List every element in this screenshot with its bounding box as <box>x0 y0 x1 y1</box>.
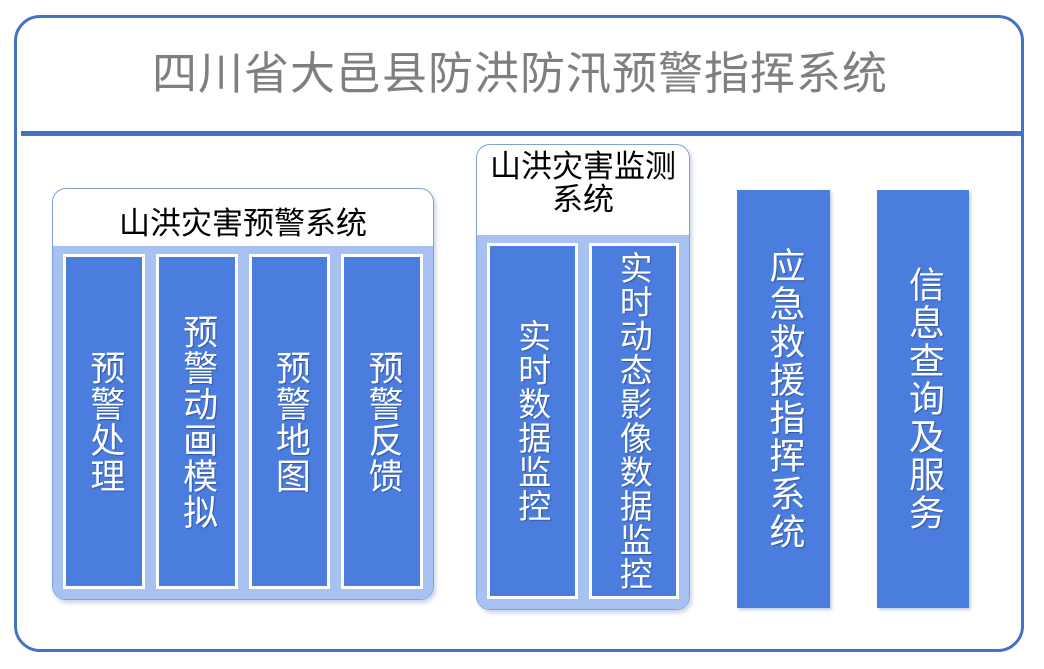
panel-warning-system-body: 预警处理 预警动画模拟 预警地图 预警反馈 <box>53 246 433 599</box>
module-card-information-query-and-service[interactable]: 信息查询及服务 <box>877 190 969 608</box>
module-card-label: 预警动画模拟 <box>177 313 218 530</box>
module-card-emergency-rescue-command-system[interactable]: 应急救援指挥系统 <box>737 190 830 608</box>
page-title: 四川省大邑县防洪防汛预警指挥系统 <box>151 47 888 101</box>
module-card-warning-processing[interactable]: 预警处理 <box>63 254 145 589</box>
module-card-warning-feedback[interactable]: 预警反馈 <box>341 254 423 589</box>
panel-monitoring-system[interactable]: 山洪灾害监测系统 实时数据监控 实时动态影像数据监控 <box>476 144 690 610</box>
panel-monitoring-system-title: 山洪灾害监测系统 <box>490 149 676 219</box>
panel-warning-system[interactable]: 山洪灾害预警系统 预警处理 预警动画模拟 预警地图 预警反馈 <box>52 188 434 600</box>
module-card-label: 实时数据监控 <box>512 319 552 523</box>
module-card-realtime-dynamic-image-data-monitoring[interactable]: 实时动态影像数据监控 <box>588 243 679 599</box>
title-bar: 四川省大邑县防洪防汛预警指挥系统 <box>17 18 1023 130</box>
title-divider <box>21 131 1023 136</box>
module-card-label: 预警处理 <box>84 349 125 494</box>
module-card-label: 应急救援指挥系统 <box>763 247 805 551</box>
module-card-label: 信息查询及服务 <box>903 266 944 532</box>
module-card-label: 预警反馈 <box>362 349 403 494</box>
module-card-label: 预警地图 <box>269 349 310 494</box>
panel-warning-system-title: 山洪灾害预警系统 <box>119 206 367 242</box>
module-card-label: 实时动态影像数据监控 <box>614 251 654 591</box>
module-card-warning-map[interactable]: 预警地图 <box>248 254 331 589</box>
module-card-realtime-data-monitoring[interactable]: 实时数据监控 <box>487 243 578 599</box>
panel-monitoring-system-body: 实时数据监控 实时动态影像数据监控 <box>477 235 689 609</box>
module-card-warning-animation-simulation[interactable]: 预警动画模拟 <box>155 254 238 589</box>
